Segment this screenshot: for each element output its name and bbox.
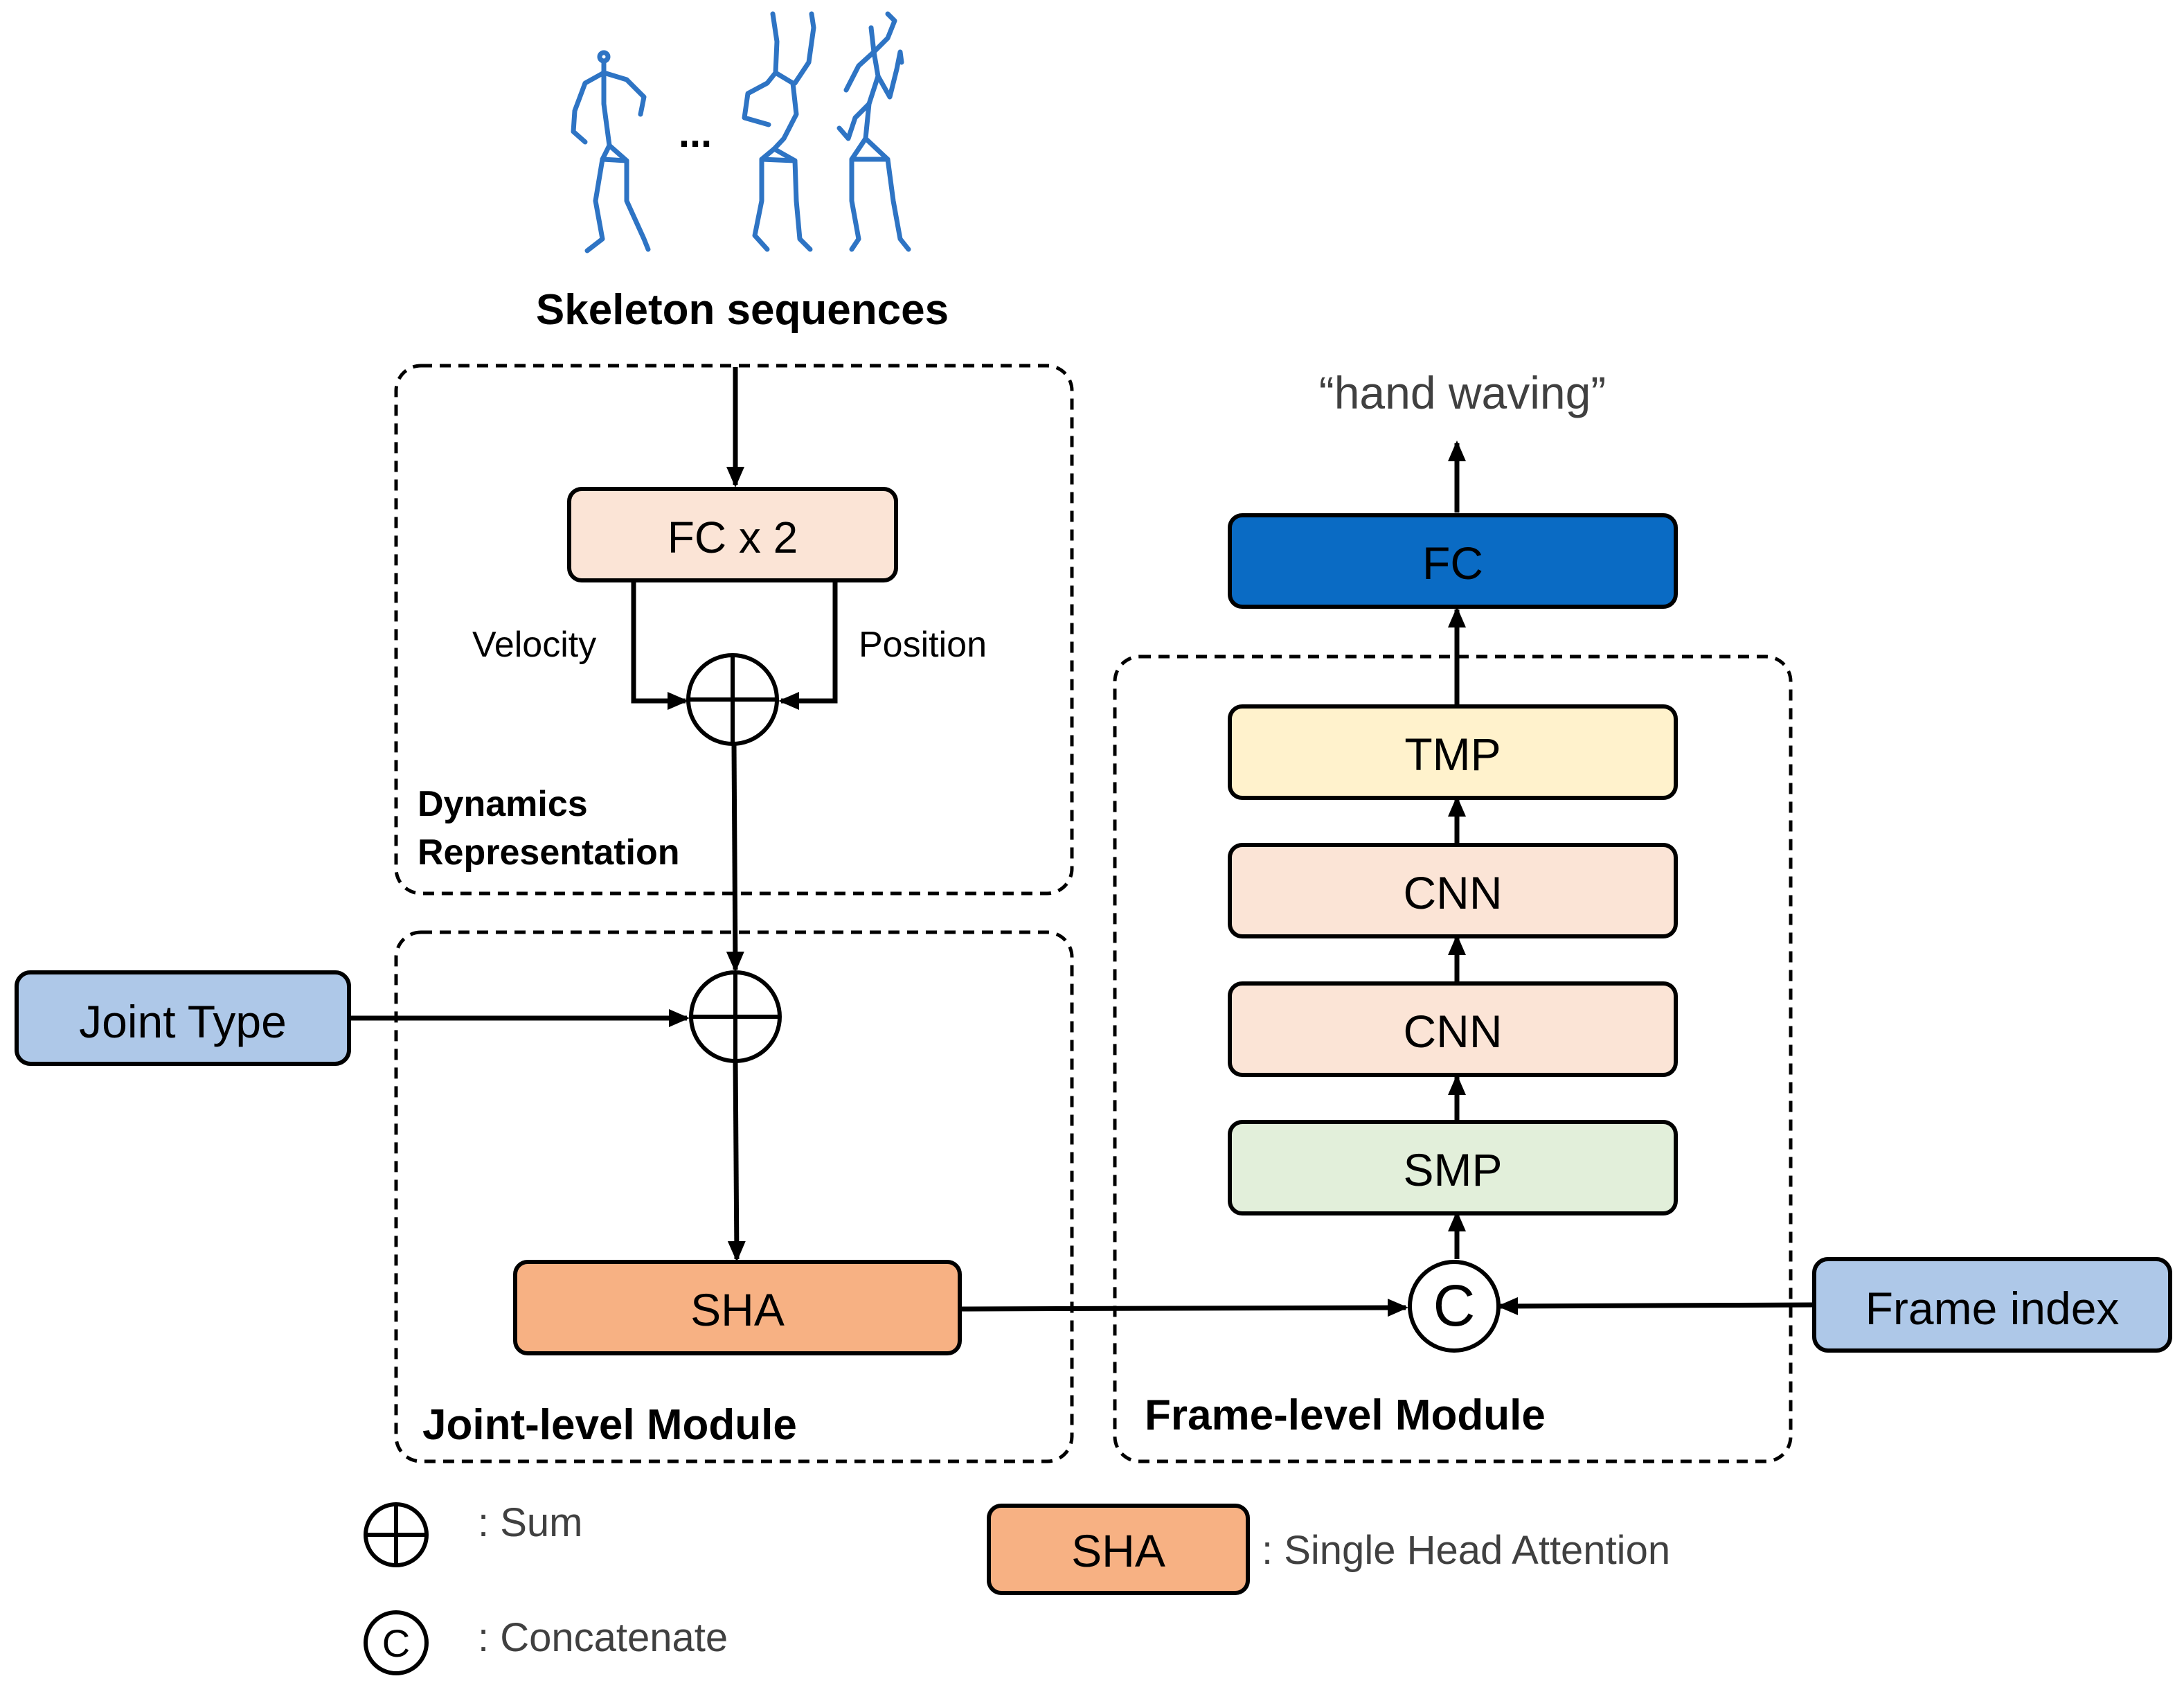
arrow-sha-to-concat (956, 1299, 1408, 1317)
joint-type-box (15, 970, 351, 1066)
smp-label: SMP (1403, 1144, 1502, 1195)
ellipsis-text: ... (679, 111, 712, 156)
smp-box (1228, 1120, 1678, 1215)
fc-block: FC (1228, 513, 1678, 609)
cnn-box-1 (1228, 981, 1678, 1077)
sum-node-dynamics (686, 653, 779, 746)
legend-concat-icon: C (364, 1610, 429, 1675)
sha-box (513, 1260, 962, 1355)
connections (350, 367, 1814, 1317)
output-hand-waving: “hand waving” (1319, 367, 1606, 418)
sum-node-joint (689, 970, 782, 1063)
legend-concat-symbol: C (382, 1621, 410, 1665)
sha-block: SHA (513, 1260, 962, 1355)
joint-type-block: Joint Type (15, 970, 351, 1066)
arrow-sum-to-sum (726, 744, 744, 972)
frame-index-block: Frame index (1812, 1257, 2172, 1353)
label-frame-level-module: Frame-level Module (1145, 1391, 1546, 1439)
fc-x2-block: FC x 2 (567, 487, 898, 582)
title-skeleton-sequences: Skeleton sequences (536, 286, 949, 334)
group-dynamics-representation (394, 364, 1074, 896)
concat-node: C (1408, 1260, 1501, 1353)
label-joint-level-module: Joint-level Module (422, 1401, 797, 1449)
frame-index-box (1812, 1257, 2172, 1353)
smp-block: SMP (1228, 1120, 1678, 1215)
label-dynamics: Dynamics (418, 784, 588, 824)
position-label: Position (859, 625, 987, 665)
cnn-label-2: CNN (1404, 867, 1503, 918)
group-joint-level-module (394, 930, 1074, 1463)
cnn-block-2: CNN (1228, 843, 1678, 938)
skeleton-figure-2 (742, 11, 816, 252)
cnn-box-2 (1228, 843, 1678, 938)
velocity-label: Velocity (472, 625, 596, 665)
arrow-sum-to-sha (727, 1059, 746, 1262)
arrow-velocity (631, 580, 688, 710)
legend-sha-text: : Single Head Attention (1262, 1528, 1670, 1573)
arrow-position (778, 580, 838, 710)
joint-type-label: Joint Type (79, 996, 287, 1047)
fc-x2-box (567, 487, 898, 582)
legend-sha-label: SHA (1071, 1525, 1165, 1576)
sha-label: SHA (690, 1284, 785, 1335)
tmp-box (1228, 704, 1678, 800)
skeleton-figure-3 (836, 11, 911, 252)
tmp-label: TMP (1404, 729, 1501, 780)
arrow-frame-index (1497, 1297, 1814, 1315)
legend-sum-icon (364, 1502, 429, 1567)
legend-sha-box: SHA (987, 1504, 1250, 1595)
cnn-label-1: CNN (1404, 1006, 1503, 1057)
tmp-block: TMP (1228, 704, 1678, 800)
cnn-block-1: CNN (1228, 981, 1678, 1077)
skeleton-figure-1 (571, 50, 651, 253)
fc-x2-label: FC x 2 (668, 513, 798, 562)
legend-sum-text: : Sum (478, 1500, 583, 1545)
concat-symbol: C (1433, 1273, 1476, 1338)
legend-concat-text: : Concatenate (478, 1615, 728, 1660)
label-representation: Representation (418, 832, 680, 873)
frame-index-label: Frame index (1865, 1283, 2120, 1334)
legend: : Sum C : Concatenate SHA : Single Head … (364, 1500, 1670, 1675)
fc-box (1228, 513, 1678, 609)
skeleton-figures: ... (571, 11, 911, 253)
fc-label: FC (1422, 537, 1483, 589)
